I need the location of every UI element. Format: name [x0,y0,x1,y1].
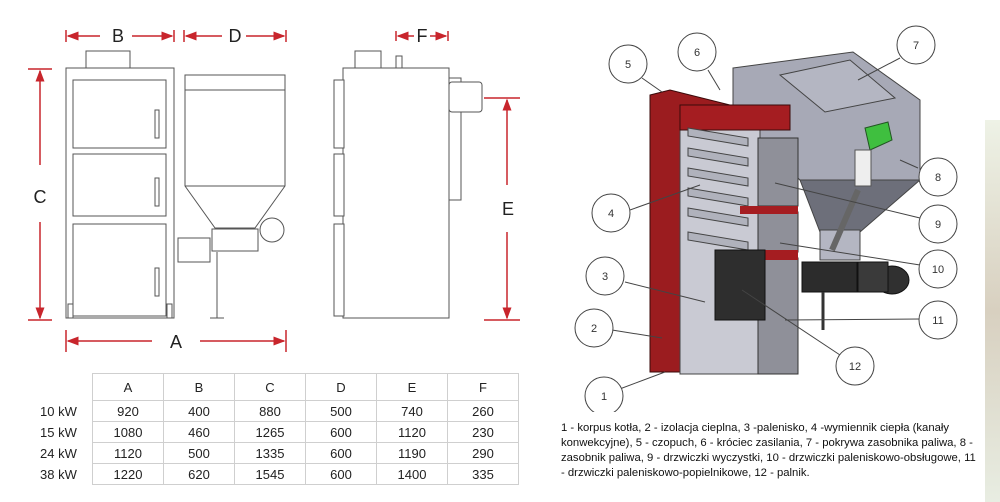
callout-7: 7 [857,25,936,81]
label-e: E [502,199,514,219]
label-f: F [417,26,428,46]
table-cell: 290 [447,442,519,464]
table-cell: 600 [305,463,377,485]
callout-3: 3 [585,256,706,303]
table-cell: 460 [163,421,235,443]
svg-text:1: 1 [601,391,607,403]
callouts: 1 2 3 4 5 6 7 8 9 10 11 12 [574,25,958,412]
row-header: 38 kW [40,466,77,482]
dimension-d [183,30,287,42]
parts-legend: 1 - korpus kotła, 2 - izolacja cieplna, … [561,422,976,479]
callout-1: 1 [584,371,666,412]
column-header: A [92,373,164,401]
fuel-hopper-side [177,74,286,319]
dimension-c [28,68,52,321]
boiler-body [649,89,799,375]
callout-9: 9 [774,182,958,244]
callout-4: 4 [591,184,701,233]
fuel-hopper [732,51,922,261]
label-a: A [170,332,182,352]
dimension-b [65,30,175,42]
svg-text:4: 4 [608,208,614,220]
table-cell: 1265 [234,421,306,443]
table-cell: 230 [447,421,519,443]
table-header-row: A B C D E F [40,373,519,401]
callout-6: 6 [677,32,721,91]
table-cell: 500 [305,400,377,422]
svg-text:3: 3 [602,271,608,283]
table-cell: 600 [305,421,377,443]
column-header: E [376,373,448,401]
column-header: D [305,373,377,401]
table-row: 38 kW 1220 620 1545 600 1400 335 [40,463,519,485]
column-header: C [234,373,306,401]
table-cell: 1220 [92,463,164,485]
table-cell: 1400 [376,463,448,485]
table-cell: 740 [376,400,448,422]
callout-8: 8 [899,157,958,197]
table-cell: 260 [447,400,519,422]
cutaway-diagram: 1 2 3 4 5 6 7 8 9 10 11 12 [574,25,958,412]
dimension-e [484,97,520,321]
table-cell: 1335 [234,442,306,464]
table-cell: 600 [305,442,377,464]
column-header: F [447,373,519,401]
table-cell: 620 [163,463,235,485]
table-cell: 400 [163,400,235,422]
svg-text:8: 8 [935,172,941,184]
table-cell: 500 [163,442,235,464]
table-row: 15 kW 1080 460 1265 600 1120 230 [40,421,519,443]
svg-text:11: 11 [932,315,943,327]
callout-12: 12 [741,289,875,386]
svg-text:10: 10 [932,264,944,276]
burner-assembly [801,261,910,330]
column-header: B [163,373,235,401]
table-row: 10 kW 920 400 880 500 740 260 [40,400,519,422]
table-cell: 335 [447,463,519,485]
row-header: 15 kW [40,424,77,440]
svg-text:2: 2 [591,323,597,335]
svg-text:7: 7 [913,40,919,52]
callout-5: 5 [608,44,663,93]
callout-11: 11 [784,300,958,340]
row-header: 24 kW [40,445,77,461]
table-cell: 1120 [376,421,448,443]
dimension-a [65,330,287,352]
callout-10: 10 [779,242,958,289]
svg-text:5: 5 [625,59,631,71]
background-photo-edge [985,120,1000,502]
table-cell: 880 [234,400,306,422]
row-header: 10 kW [40,403,77,419]
boiler-side-view [333,50,483,319]
callout-2: 2 [574,308,663,348]
label-c: C [34,187,47,207]
svg-text:9: 9 [935,219,941,231]
table-cell: 1080 [92,421,164,443]
table-cell: 1545 [234,463,306,485]
dimension-f [395,31,449,41]
dimensions-table: A B C D E F 10 kW 920 400 880 500 740 26… [40,373,519,485]
svg-text:6: 6 [694,47,700,59]
table-cell: 920 [92,400,164,422]
boiler-front-view [65,50,175,319]
table-cell: 1190 [376,442,448,464]
table-cell: 1120 [92,442,164,464]
svg-text:12: 12 [849,361,861,373]
dimension-drawing: B D F C A E [28,26,520,352]
label-d: D [229,26,242,46]
table-row: 24 kW 1120 500 1335 600 1190 290 [40,442,519,464]
label-b: B [112,26,124,46]
